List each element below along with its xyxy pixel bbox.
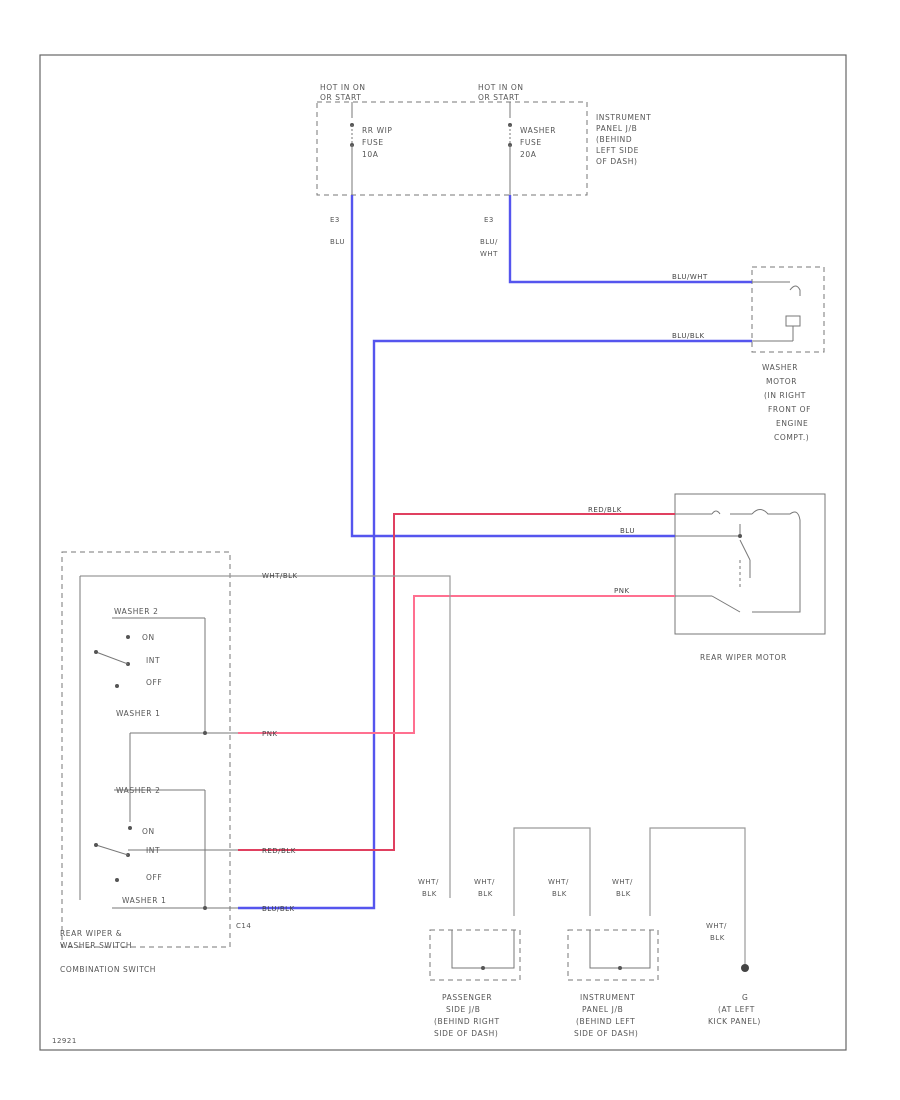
- ground-wire-label-4a: WHT/: [612, 878, 633, 886]
- washer-motor-label-a: WASHER: [762, 363, 798, 372]
- ground-label-c: KICK PANEL): [708, 1017, 761, 1026]
- psjb-label-d: SIDE OF DASH): [434, 1029, 498, 1038]
- hot-label-2: HOT IN ON: [478, 83, 524, 92]
- wire-label-bluwht-a: BLU/: [480, 238, 498, 246]
- ground-wire-label-3a: WHT/: [548, 878, 569, 886]
- ground-wire-label-3b: BLK: [552, 890, 567, 898]
- ground-wire-label-1b: BLK: [422, 890, 437, 898]
- wire-label-blu-vert: BLU: [330, 238, 345, 246]
- sw-on2-label: ON: [142, 827, 155, 836]
- pin-label-1: E3: [330, 216, 340, 224]
- ipjb2-label-c: (BEHIND LEFT: [576, 1017, 635, 1026]
- wire-label-blublk-h: BLU/BLK: [672, 332, 705, 340]
- ipjb2-label-b: PANEL J/B: [582, 1005, 623, 1014]
- ipjb-label-a: INSTRUMENT: [596, 113, 651, 122]
- sw-washer1b-label: WASHER 1: [122, 896, 166, 905]
- washer-motor-label-f: COMPT.): [774, 433, 809, 442]
- diagram-code: 12921: [52, 1037, 77, 1045]
- pin-label-2: E3: [484, 216, 494, 224]
- wire-label-blublk: BLU/BLK: [262, 905, 295, 913]
- psjb-label-a: PASSENGER: [442, 993, 492, 1002]
- wire-label-bluwht-h: BLU/WHT: [672, 273, 708, 281]
- rear-wiper-motor-label: REAR WIPER MOTOR: [700, 653, 787, 662]
- wire-label-pnk-h: PNK: [614, 587, 630, 595]
- sw-int-label: INT: [146, 656, 160, 665]
- ipjb2-label-d: SIDE OF DASH): [574, 1029, 638, 1038]
- sw-washer2-label: WASHER 2: [116, 786, 160, 795]
- pink-wire: [238, 595, 675, 734]
- fuse2-label-b: FUSE: [520, 138, 542, 147]
- diagram-frame: [39, 54, 847, 1051]
- hot-label-1b: OR START: [320, 93, 361, 102]
- sw-on-label: ON: [142, 633, 155, 642]
- sw-washer1-label: WASHER 1: [116, 709, 160, 718]
- ground-wire-label-5b: BLK: [710, 934, 725, 942]
- ipjb-label-e: OF DASH): [596, 157, 638, 166]
- ground-label-b: (AT LEFT: [718, 1005, 755, 1014]
- hot-label-1: HOT IN ON: [320, 83, 366, 92]
- ground-distribution: WHT/ BLK WHT/ BLK WHT/ BLK WHT/ BLK WHT/…: [418, 827, 761, 1038]
- rear-switch-label-a: REAR WIPER &: [60, 929, 122, 938]
- ipjb-label-b: PANEL J/B: [596, 124, 637, 133]
- fuse1-label-a: RR WIP: [362, 126, 393, 135]
- fuse1-label-c: 10A: [362, 150, 379, 159]
- fuse1-label-b: FUSE: [362, 138, 384, 147]
- psjb-label-c: (BEHIND RIGHT: [434, 1017, 500, 1026]
- washer-motor-label-c: (IN RIGHT: [764, 391, 806, 400]
- fuse2-label-c: 20A: [520, 150, 537, 159]
- rear-switch-label-b: WASHER SWITCH: [60, 941, 132, 950]
- red-black-wire: [238, 513, 675, 851]
- washer-motor: WASHER MOTOR (IN RIGHT FRONT OF ENGINE C…: [751, 266, 825, 442]
- wire-label-blu-h: BLU: [620, 527, 635, 535]
- wire-label-pnk: PNK: [262, 730, 278, 738]
- washer-motor-label-b: MOTOR: [766, 377, 797, 386]
- sw-off-label: OFF: [146, 678, 162, 687]
- ground-wire-label-4b: BLK: [616, 890, 631, 898]
- ground-wire-label-2b: BLK: [478, 890, 493, 898]
- rear-wiper-washer-switch: WHT/BLK WASHER 2 ON INT OFF WASHER 1 WAS…: [60, 551, 451, 974]
- wire-label-whtblk-top: WHT/BLK: [262, 572, 298, 580]
- hot-label-2b: OR START: [478, 93, 519, 102]
- washer-motor-label-e: ENGINE: [776, 419, 808, 428]
- wire-label-redblk: RED/BLK: [262, 847, 296, 855]
- blue-wires: [238, 195, 752, 910]
- connector-label: C14: [236, 922, 251, 930]
- ground-label-a: G: [742, 993, 748, 1002]
- fuse2-label-a: WASHER: [520, 126, 556, 135]
- ipjb-label-d: LEFT SIDE: [596, 146, 639, 155]
- ground-wire-label-5a: WHT/: [706, 922, 727, 930]
- sw-off2-label: OFF: [146, 873, 162, 882]
- instrument-panel-jb-top: HOT IN ON OR START HOT IN ON OR START RR…: [316, 83, 651, 258]
- sw-int2-label: INT: [146, 846, 160, 855]
- combination-switch-label: COMBINATION SWITCH: [60, 965, 156, 974]
- ground-wire-label-2a: WHT/: [474, 878, 495, 886]
- wire-label-redblk-h: RED/BLK: [588, 506, 622, 514]
- wire-label-bluwht-b: WHT: [480, 250, 498, 258]
- rear-wiper-motor: REAR WIPER MOTOR: [674, 493, 826, 662]
- psjb-label-b: SIDE J/B: [446, 1005, 481, 1014]
- ipjb2-label-a: INSTRUMENT: [580, 993, 635, 1002]
- sw-washer-top-label: WASHER 2: [114, 607, 158, 616]
- ground-wire-label-1a: WHT/: [418, 878, 439, 886]
- ipjb-label-c: (BEHIND: [596, 135, 632, 144]
- washer-motor-label-d: FRONT OF: [768, 405, 811, 414]
